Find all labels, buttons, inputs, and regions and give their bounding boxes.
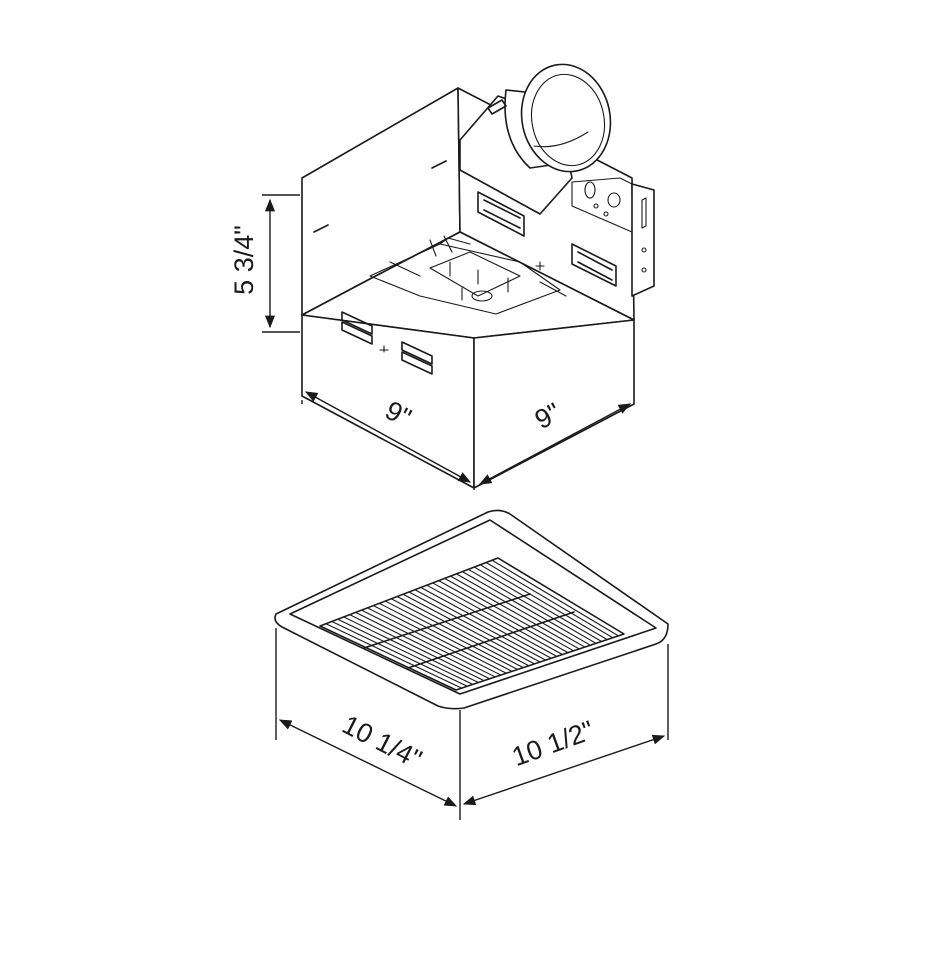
knockout-hole: [607, 192, 621, 208]
grille-slat: [343, 616, 479, 684]
back-right-vents: [477, 191, 617, 287]
grille-slat: [366, 607, 502, 676]
grille-slat: [378, 602, 513, 672]
grille-slat: [360, 609, 496, 678]
grille-slat: [449, 575, 580, 650]
grille-slat: [349, 614, 485, 682]
back-wall-slot: [431, 160, 447, 169]
grille-slat: [325, 623, 463, 689]
grille-slat: [372, 605, 507, 674]
grille-slats: [325, 559, 619, 689]
grille-inner-lip: [289, 519, 657, 695]
housing-height-dimension: 5 3/4": [229, 194, 300, 333]
mounting-bracket: [631, 183, 655, 297]
grille-slat: [337, 618, 474, 685]
grille-slat: [467, 568, 597, 644]
grille-slat: [461, 571, 591, 646]
duct-connector: [459, 63, 612, 215]
grille-slat: [426, 584, 558, 657]
housing-height-label: 5 3/4": [229, 225, 259, 295]
front-left-vents: [341, 311, 433, 375]
fan-grille: [274, 509, 669, 710]
fan-housing: [301, 63, 655, 489]
grille-slat: [479, 564, 608, 641]
grille-slat: [355, 611, 491, 680]
motor-assembly: [369, 235, 567, 315]
grille-slat: [408, 591, 541, 663]
grille-slat: [485, 561, 614, 639]
grille-slat: [414, 589, 547, 661]
grille-slat: [444, 577, 575, 652]
grille-slat: [473, 566, 603, 643]
grille-slat: [432, 582, 563, 656]
grille-slat: [455, 573, 586, 648]
grille-slat: [390, 598, 524, 669]
grille-slat: [384, 600, 519, 671]
grille-slat: [331, 620, 468, 687]
back-wall-slot: [313, 224, 329, 233]
grille-slat: [420, 586, 552, 659]
grille-slat: [396, 595, 530, 667]
grille-slat: [491, 559, 619, 637]
grille-slat: [438, 580, 569, 654]
grille-width-left-label: 10 1/4": [338, 709, 427, 774]
knockout-hole: [584, 181, 596, 199]
housing-front-left-face: [301, 314, 475, 489]
grille-slat: [402, 593, 535, 665]
